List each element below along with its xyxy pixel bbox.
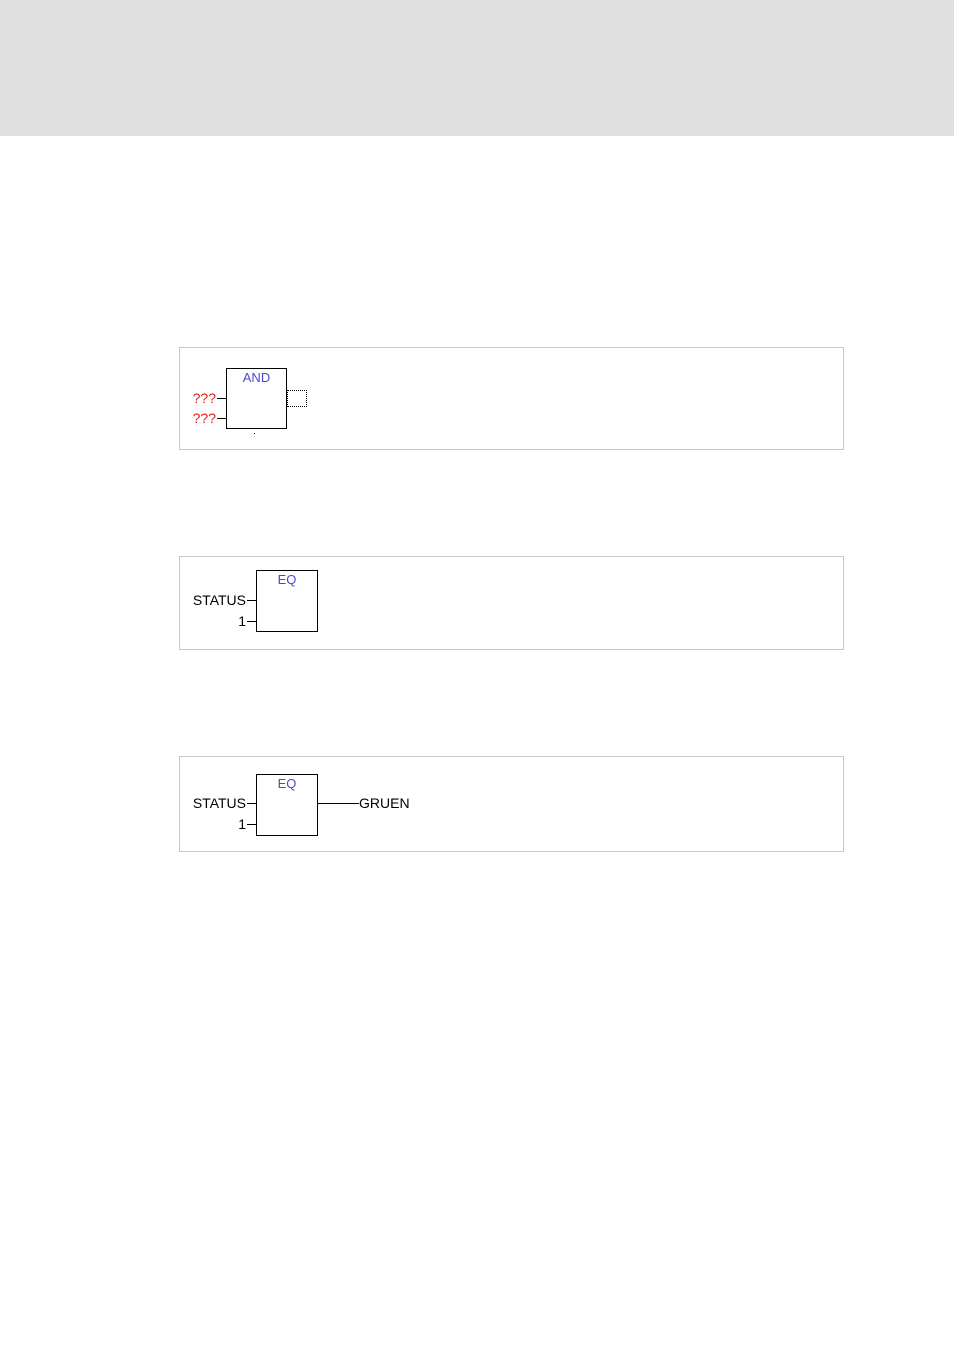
fbd-network-and[interactable]: ??? ??? AND [179, 347, 844, 450]
input-wire-1 [247, 600, 256, 601]
input-wire-2 [247, 621, 256, 622]
input-label-2[interactable]: ??? [188, 410, 216, 426]
fbd-network-eq[interactable]: STATUS 1 EQ [179, 556, 844, 650]
input-label-status[interactable]: STATUS [186, 795, 246, 811]
input-wire-1 [247, 803, 256, 804]
output-label[interactable]: GRUEN [359, 795, 410, 811]
input-label-constant[interactable]: 1 [186, 816, 246, 832]
input-label-status[interactable]: STATUS [186, 592, 246, 608]
input-wire-2 [217, 418, 226, 419]
input-wire-1 [217, 398, 226, 399]
function-block-name: AND [227, 371, 286, 385]
connection-dot [254, 433, 255, 434]
function-block-name: EQ [257, 573, 317, 587]
input-label-1[interactable]: ??? [188, 390, 216, 406]
fbd-network-eq-output[interactable]: STATUS 1 EQ GRUEN [179, 756, 844, 852]
output-wire [318, 803, 359, 804]
output-placeholder[interactable] [287, 390, 307, 407]
input-wire-2 [247, 824, 256, 825]
input-label-constant[interactable]: 1 [186, 613, 246, 629]
and-function-block[interactable]: AND [226, 368, 287, 429]
eq-function-block[interactable]: EQ [256, 570, 318, 632]
page-header-band [0, 0, 954, 136]
eq-function-block[interactable]: EQ [256, 774, 318, 836]
function-block-name: EQ [257, 777, 317, 791]
